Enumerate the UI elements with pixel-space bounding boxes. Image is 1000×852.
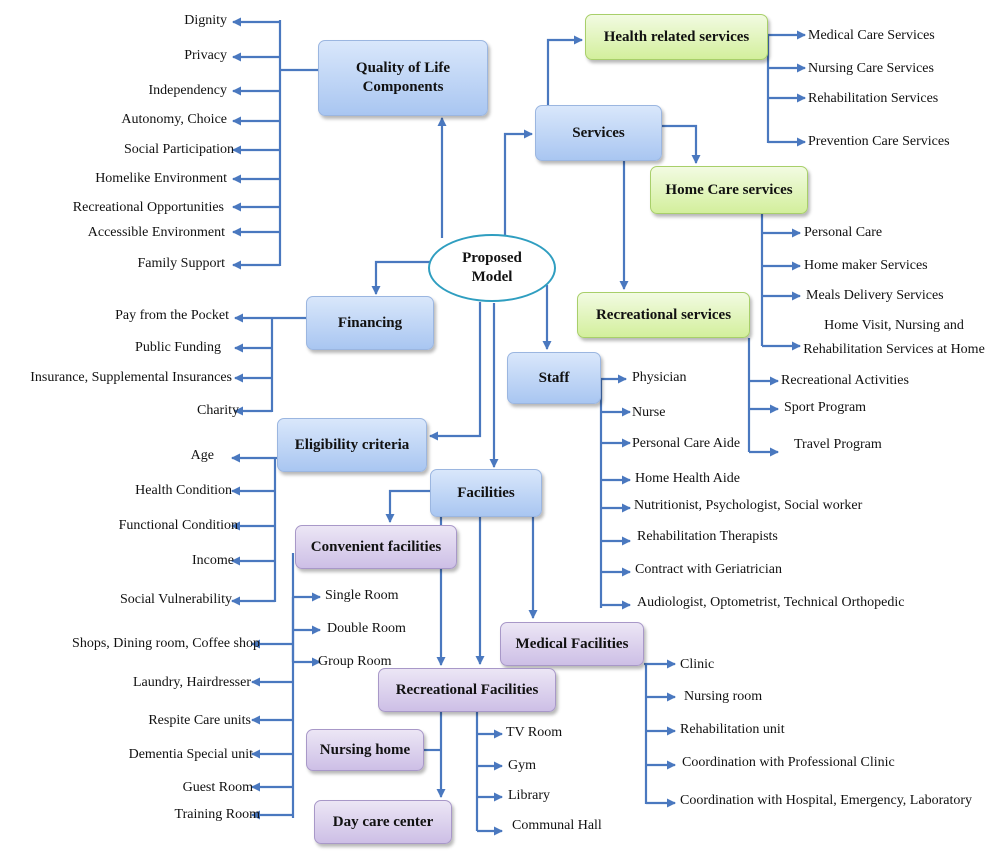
medical-facility-item: Clinic xyxy=(680,657,715,672)
staff-item: Nutritionist, Psychologist, Social worke… xyxy=(634,498,863,513)
home-care-item: Personal Care xyxy=(804,225,883,240)
convenient-room-item: Group Room xyxy=(318,654,392,669)
convenient-facility-item: Training Room xyxy=(174,807,260,822)
home-care-item: Meals Delivery Services xyxy=(806,288,944,303)
quality-item: Privacy xyxy=(184,48,227,63)
convenient-facility-item: Dementia Special unit xyxy=(128,747,253,762)
staff-item: Personal Care Aide xyxy=(632,436,741,451)
recreational-facility-item: Library xyxy=(508,788,550,803)
health-service-item: Medical Care Services xyxy=(808,28,935,43)
quality-item: Accessible Environment xyxy=(87,225,225,240)
staff-node: Staff xyxy=(507,352,601,404)
medical-facility-item: Coordination with Hospital, Emergency, L… xyxy=(680,793,972,808)
staff-item: Home Health Aide xyxy=(635,471,740,486)
financing-item: Pay from the Pocket xyxy=(115,308,229,323)
staff-item: Contract with Geriatrician xyxy=(635,562,782,577)
facilities-to-convenient xyxy=(385,489,430,523)
recreational-service-item: Travel Program xyxy=(794,437,882,452)
medical-facility-item: Coordination with Professional Clinic xyxy=(682,755,895,770)
home-care-services-node: Home Care services xyxy=(650,166,808,214)
eligibility-item: Health Condition xyxy=(135,483,232,498)
medical-facility-item: Nursing room xyxy=(684,689,763,704)
recreational-facilities-node: Recreational Facilities xyxy=(378,668,556,712)
day-care-center-node: Day care center xyxy=(314,800,452,844)
staff-item: Rehabilitation Therapists xyxy=(637,529,778,544)
staff-item: Audiologist, Optometrist, Technical Orth… xyxy=(637,595,905,610)
financing-item: Insurance, Supplemental Insurances xyxy=(30,370,232,385)
health-service-item: Prevention Care Services xyxy=(808,134,950,149)
quality-item: Independency xyxy=(148,83,227,98)
financing-item: Charity xyxy=(197,403,239,418)
recreational-service-item: Sport Program xyxy=(784,400,867,415)
convenient-facility-item: Respite Care units xyxy=(148,713,251,728)
recreational-facility-item: TV Room xyxy=(506,725,563,740)
staff-item: Physician xyxy=(632,370,687,385)
staff-item: Nurse xyxy=(632,405,666,420)
quality-label-line-1: Quality of Life xyxy=(355,60,451,77)
facilities-node: Facilities xyxy=(430,469,542,517)
quality-item: Homelike Environment xyxy=(95,171,227,186)
home-care-item: Home maker Services xyxy=(804,258,928,273)
quality-item: Social Participation xyxy=(123,142,234,157)
eligibility-criteria-node: Eligibility criteria xyxy=(277,418,427,472)
center-to-financing xyxy=(371,260,437,295)
recreational-service-item: Recreational Activities xyxy=(781,373,909,388)
convenient-facility-item: Shops, Dining room, Coffee shop xyxy=(72,636,260,651)
quality-item: Autonomy, Choice xyxy=(121,112,227,127)
eligibility-item: Age xyxy=(190,448,214,463)
center-to-eligibility xyxy=(429,302,482,441)
eligibility-item: Income xyxy=(192,553,234,568)
convenient-facilities-node: Convenient facilities xyxy=(295,525,457,569)
center-label-line-2: Model xyxy=(471,269,513,285)
financing-item: Public Funding xyxy=(135,340,221,355)
nursing-home-node: Nursing home xyxy=(306,729,424,771)
medical-facility-item: Rehabilitation unit xyxy=(680,722,785,737)
recreational-facility-item: Gym xyxy=(508,758,536,773)
center-label-line-1: Proposed xyxy=(462,249,522,266)
recreational-facility-item: Communal Hall xyxy=(512,818,602,833)
eligibility-item: Social Vulnerability xyxy=(119,592,232,607)
services-to-home-care xyxy=(662,124,701,164)
health-related-services-node: Health related services xyxy=(585,14,768,60)
medical-facilities-node: Medical Facilities xyxy=(500,622,644,666)
convenient-facility-item: Guest Room xyxy=(182,780,253,795)
home-care-item: Home Visit, Nursing and xyxy=(824,318,964,333)
health-service-item: Rehabilitation Services xyxy=(808,91,939,106)
center-to-services xyxy=(503,129,533,236)
recreational-services-node: Recreational services xyxy=(577,292,750,338)
services-to-health xyxy=(546,35,583,106)
home-care-item: Rehabilitation Services at Home xyxy=(803,342,985,357)
convenient-room-item: Double Room xyxy=(327,621,406,636)
convenient-room-item: Single Room xyxy=(325,588,399,603)
quality-item: Family Support xyxy=(137,256,225,271)
services-node: Services xyxy=(535,105,662,161)
quality-label-line-2: Components xyxy=(362,79,444,95)
convenient-facility-item: Laundry, Hairdresser xyxy=(132,675,251,690)
eligibility-item: Functional Condition xyxy=(118,518,238,533)
health-service-item: Nursing Care Services xyxy=(808,61,934,76)
quality-item: Dignity xyxy=(184,13,227,28)
quality-item: Recreational Opportunities xyxy=(72,200,224,215)
financing-node: Financing xyxy=(306,296,434,350)
